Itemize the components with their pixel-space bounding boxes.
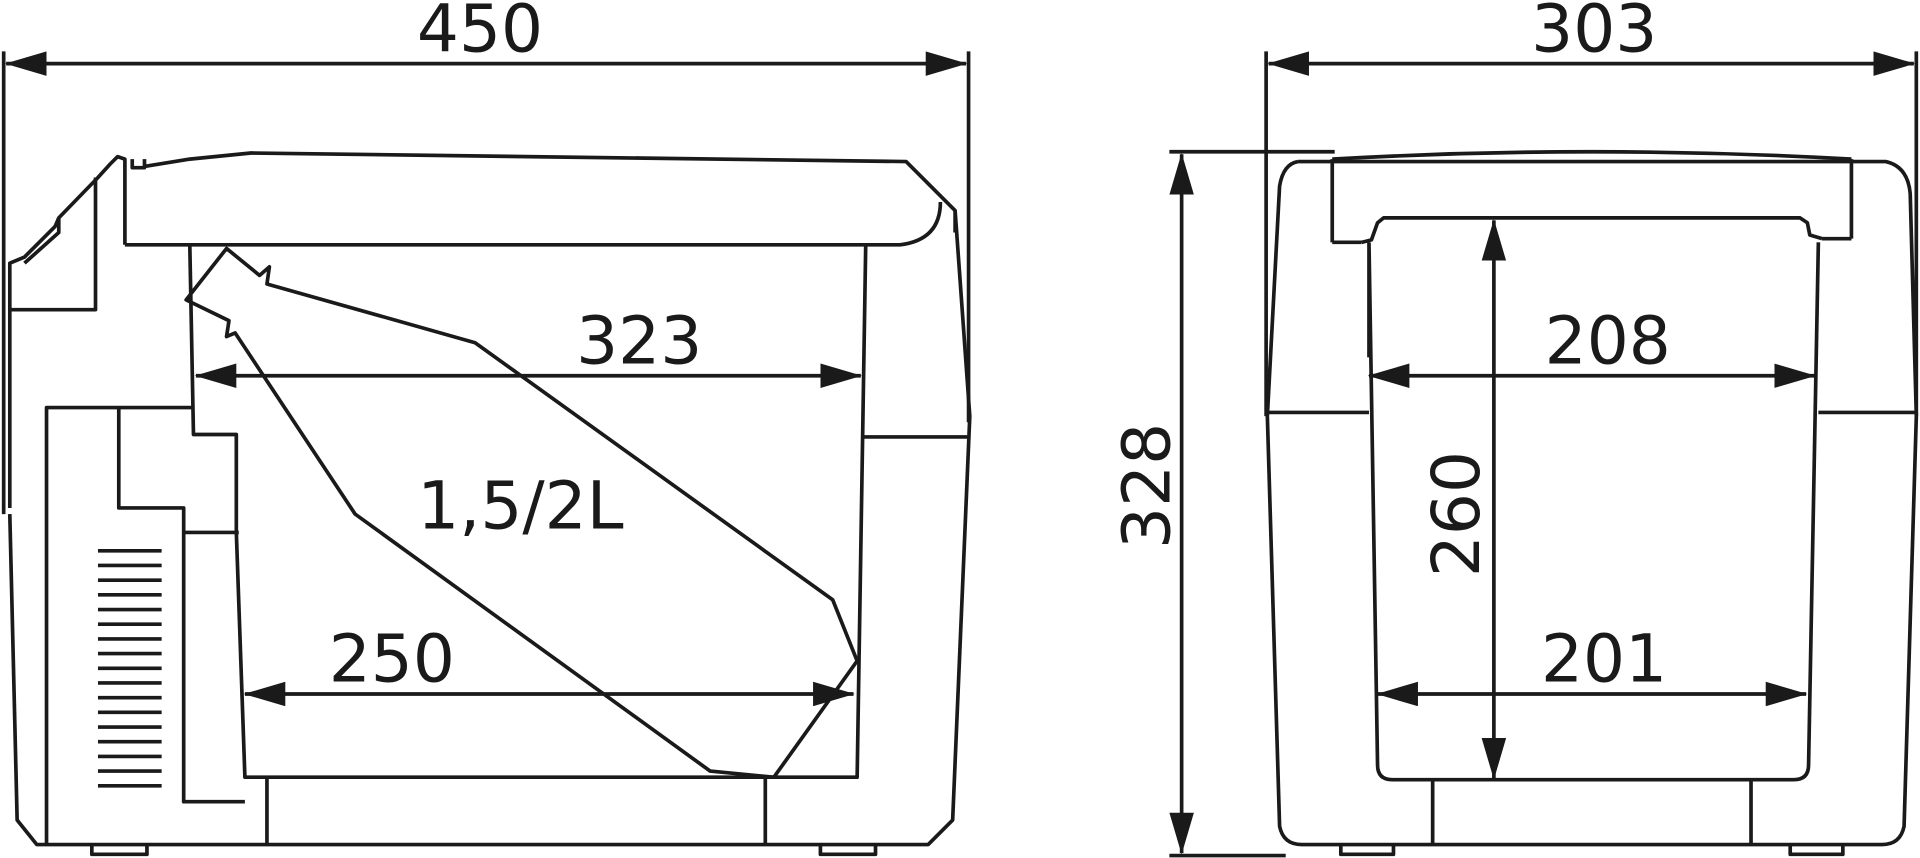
feet xyxy=(90,844,878,857)
bottle xyxy=(184,246,859,780)
front-inner-cavity xyxy=(1361,216,1823,782)
vent-grille xyxy=(97,548,162,788)
front-view: 303 328 208 260 201 xyxy=(1108,0,1919,858)
front-feet xyxy=(1338,844,1845,857)
front-inner-top-width-label: 208 xyxy=(1545,303,1671,380)
side-view: 450 323 1,5/2L 250 xyxy=(1,0,972,857)
inner-top-width-label: 323 xyxy=(576,303,702,380)
inner-height-label: 260 xyxy=(1418,451,1495,577)
front-inner-bottom-width-label: 201 xyxy=(1541,621,1667,698)
lid xyxy=(7,151,957,508)
inner-bottom-width-label: 250 xyxy=(329,621,455,698)
control-panel xyxy=(44,405,768,845)
body-outline xyxy=(7,210,972,847)
front-lid xyxy=(1330,149,1854,245)
bottle-capacity-label: 1,5/2L xyxy=(417,468,623,545)
front-width-label: 303 xyxy=(1531,0,1657,67)
front-body-outline xyxy=(1265,159,1919,847)
side-width-label: 450 xyxy=(417,0,543,67)
height-label: 328 xyxy=(1108,423,1185,549)
handle xyxy=(9,177,98,312)
front-panel-lines xyxy=(1267,410,1917,845)
